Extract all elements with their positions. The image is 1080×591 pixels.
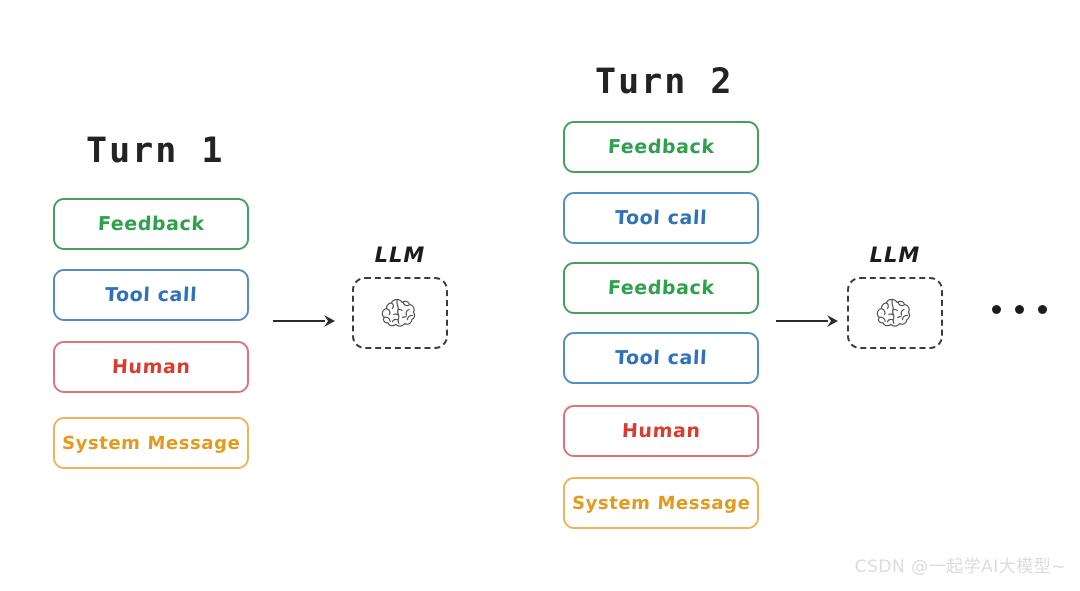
turn2-message-system[interactable]: System Message xyxy=(563,477,759,529)
turn-2-title: Turn 2 xyxy=(595,62,734,102)
message-label: Human xyxy=(111,356,191,378)
turn2-message-feedback-2[interactable]: Feedback xyxy=(563,262,759,314)
turn2-message-tool-call-1[interactable]: Tool call xyxy=(563,192,759,244)
brain-icon xyxy=(381,298,416,327)
turn2-message-human[interactable]: Human xyxy=(563,405,759,457)
arrow-turn2-to-llm2 xyxy=(776,315,838,327)
message-label: Feedback xyxy=(607,136,715,158)
turn-1-title: Turn 1 xyxy=(86,131,225,171)
turn1-message-tool-call[interactable]: Tool call xyxy=(53,269,249,321)
message-label: Tool call xyxy=(614,347,708,369)
message-label: Feedback xyxy=(97,213,205,235)
message-label: System Message xyxy=(61,432,241,454)
turn2-message-tool-call-2[interactable]: Tool call xyxy=(563,332,759,384)
arrow-turn1-to-llm1 xyxy=(273,315,335,327)
message-label: Human xyxy=(621,420,701,442)
turn1-message-feedback[interactable]: Feedback xyxy=(53,198,249,250)
llm-1-box xyxy=(352,277,448,349)
ellipsis-dot xyxy=(1038,305,1047,314)
continuation-ellipsis xyxy=(992,305,1047,314)
turn1-message-human[interactable]: Human xyxy=(53,341,249,393)
message-label: System Message xyxy=(571,492,751,514)
ellipsis-dot xyxy=(992,305,1001,314)
message-label: Tool call xyxy=(614,207,708,229)
message-label: Feedback xyxy=(607,277,715,299)
csdn-watermark: CSDN @一起学AI大模型~ xyxy=(854,557,1066,577)
turn1-message-system[interactable]: System Message xyxy=(53,417,249,469)
llm-2-box xyxy=(847,277,943,349)
brain-icon xyxy=(876,298,911,327)
llm-1-label: LLM xyxy=(374,243,426,267)
message-label: Tool call xyxy=(104,284,198,306)
llm-2-label: LLM xyxy=(869,243,921,267)
ellipsis-dot xyxy=(1015,305,1024,314)
turn2-message-feedback-1[interactable]: Feedback xyxy=(563,121,759,173)
